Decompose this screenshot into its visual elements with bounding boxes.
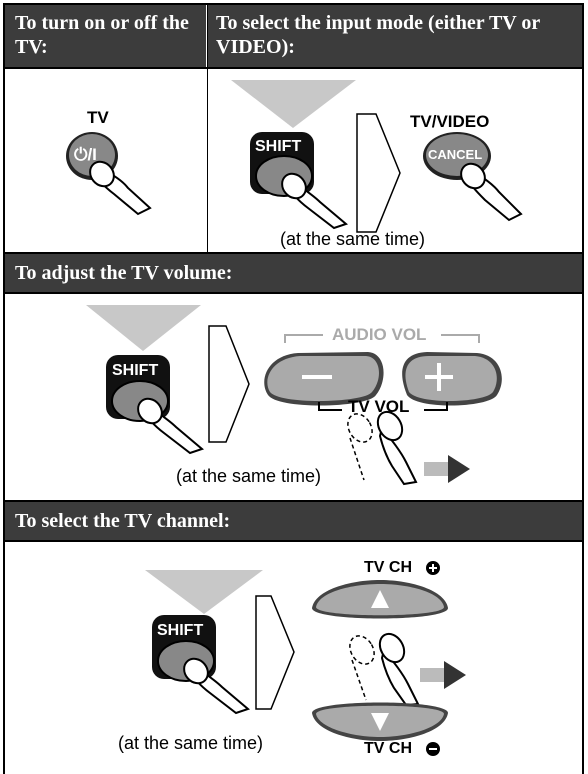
divider (3, 540, 584, 542)
tv-ch-plus-label: TV CH (364, 559, 412, 576)
finger-slide-volume (347, 410, 470, 486)
shift-label-1: SHIFT (255, 138, 302, 155)
divider (3, 67, 584, 69)
divider (3, 500, 584, 502)
power-button-label: ⏻/I (74, 145, 97, 164)
caption-same-time-3: (at the same time) (118, 733, 264, 753)
shift-label-3: SHIFT (157, 622, 204, 639)
column-divider (207, 5, 208, 252)
header-input-mode: To select the input mode (either TV or V… (208, 5, 582, 67)
cancel-button-illustration (423, 132, 523, 222)
header-channel-text: To select the TV channel: (15, 510, 231, 532)
volume-plus-button (402, 352, 502, 406)
audio-vol-bracket (284, 334, 480, 343)
cancel-label: CANCEL (428, 147, 483, 162)
channel-up-button (312, 580, 448, 619)
page-frame (3, 3, 584, 774)
then-arrow-3 (255, 595, 295, 710)
audio-vol-label: AUDIO VOL (332, 325, 427, 344)
then-arrow-2 (208, 325, 250, 443)
header-channel: To select the TV channel: (5, 502, 582, 540)
tv-ch-minus-label: TV CH (364, 740, 412, 757)
volume-minus-button (264, 352, 384, 406)
tv-video-label: TV/VIDEO (410, 112, 490, 131)
caption-same-time-1: (at the same time) (280, 229, 426, 249)
finger-slide-channel (349, 632, 466, 707)
header-turn-on-off: To turn on or off the TV: (5, 5, 206, 67)
press-arrow-top (231, 80, 356, 128)
header-input-mode-text: To select the input mode (either TV or V… (216, 12, 540, 58)
then-arrow-1 (356, 113, 401, 233)
shift-button-illustration-1 (250, 132, 349, 230)
shift-label-2: SHIFT (112, 362, 159, 379)
caption-same-time-2: (at the same time) (176, 466, 322, 486)
shift-button-illustration-3 (152, 615, 251, 715)
divider (3, 252, 584, 254)
press-arrow-channel (145, 570, 263, 614)
header-volume: To adjust the TV volume: (5, 254, 582, 292)
power-button-illustration (66, 132, 152, 216)
press-arrow-volume (86, 305, 201, 351)
header-turn-on-off-text: To turn on or off the TV: (15, 12, 189, 58)
channel-down-button (312, 702, 448, 741)
tv-label: TV (87, 108, 109, 127)
tv-vol-label: TV VOL (348, 397, 410, 416)
tv-vol-bracket (318, 402, 448, 411)
shift-button-illustration-2 (106, 355, 205, 455)
minus-circle-icon (426, 742, 440, 756)
plus-circle-icon (426, 561, 440, 575)
divider (3, 292, 584, 294)
header-volume-text: To adjust the TV volume: (15, 262, 233, 284)
